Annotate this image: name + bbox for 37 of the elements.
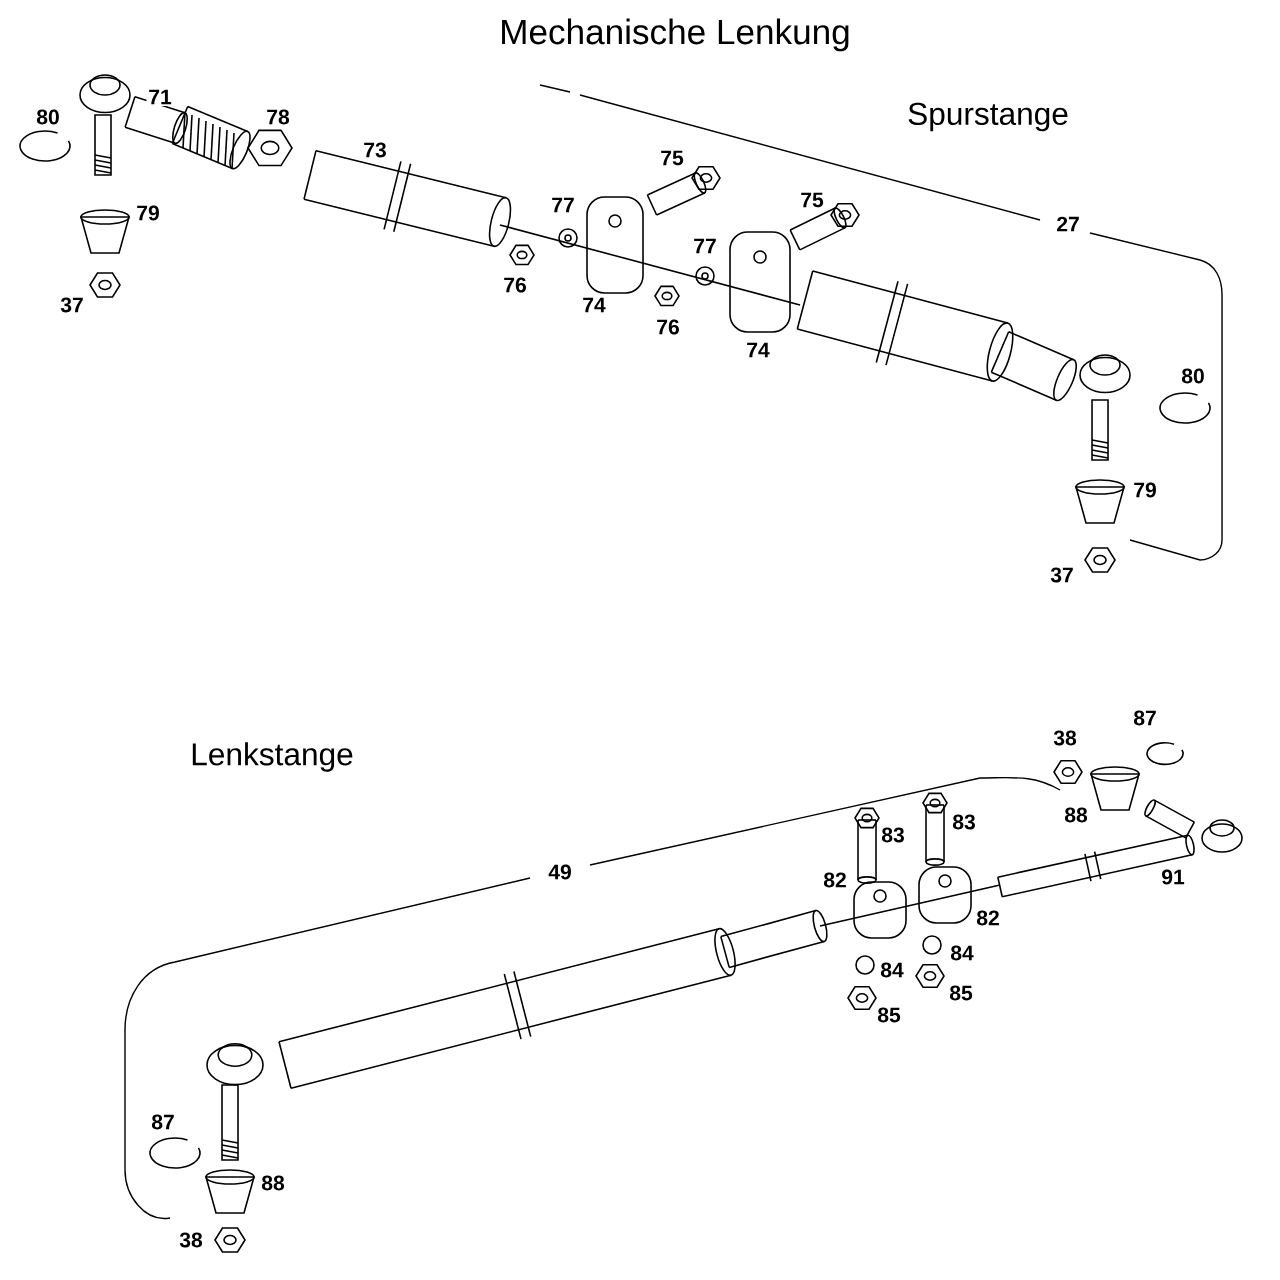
callout-number: 79 [134, 203, 162, 223]
callout-number: 91 [1159, 867, 1187, 887]
callout-number: 85 [947, 983, 975, 1003]
callout-number: 74 [580, 295, 608, 314]
callout-number: 76 [654, 317, 682, 337]
callout-number: 27 [1054, 214, 1082, 234]
callout-number: 71 [146, 87, 174, 106]
callout-number: 73 [361, 140, 389, 160]
section-heading: Spurstange [908, 102, 1068, 132]
callout-number: 87 [149, 1112, 177, 1132]
callout-number: 77 [549, 195, 577, 214]
callout-number: 75 [798, 190, 826, 210]
callout-number: 38 [1051, 728, 1079, 748]
callout-number: 84 [948, 943, 976, 963]
callout-number: 37 [1048, 565, 1076, 585]
callout-number: 49 [546, 862, 574, 882]
callout-number: 85 [875, 1005, 903, 1025]
callout-number: 38 [177, 1230, 205, 1250]
heading: Mechanische Lenkung [502, 18, 849, 52]
callout-number: 37 [58, 295, 86, 315]
callout-number: 74 [744, 340, 772, 359]
callout-number: 77 [691, 236, 719, 255]
callout-number: 88 [1062, 805, 1090, 825]
callout-number: 78 [264, 107, 292, 127]
callout-number: 83 [950, 812, 978, 832]
callout-number: 83 [879, 825, 907, 845]
callout-number: 82 [974, 908, 1002, 928]
callout-number: 76 [501, 275, 529, 295]
callout-number: 88 [259, 1173, 287, 1193]
section-heading: Lenkstange [192, 742, 353, 772]
callout-number: 79 [1131, 480, 1159, 500]
callout-number: 82 [821, 870, 849, 890]
callout-number: 75 [658, 148, 686, 168]
callout-number: 80 [1179, 366, 1207, 386]
callout-number: 80 [34, 107, 62, 127]
callout-number: 84 [878, 960, 906, 980]
callout-number: 87 [1131, 708, 1159, 728]
